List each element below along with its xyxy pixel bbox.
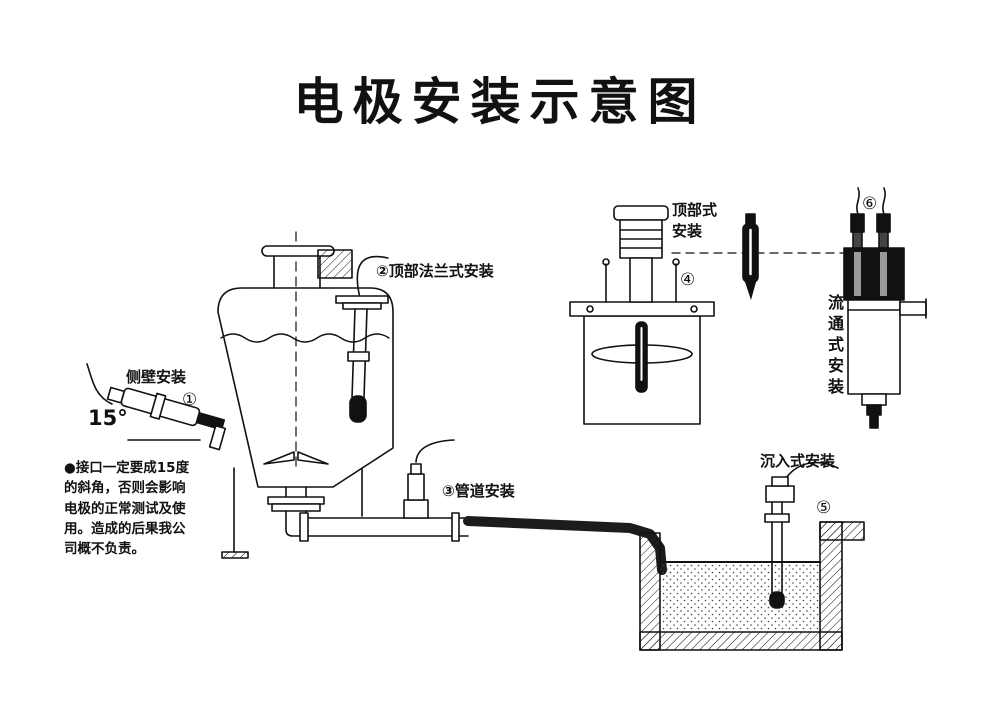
- marker-4: ④: [680, 270, 696, 290]
- collection-pit: [639, 521, 865, 651]
- page-title: 电极安装示意图: [293, 72, 707, 131]
- label-side-wall: 侧壁安装: [126, 368, 187, 386]
- electrode-side-wall: [86, 363, 227, 451]
- spare-electrode: [671, 213, 845, 300]
- marker-6: ⑥: [862, 194, 878, 214]
- note-block: ●接口一定要成15度 的斜角，否则会影响 电极的正常测试及使 用。造成的后果我公…: [64, 460, 190, 557]
- electrode-top-flange: [335, 255, 389, 423]
- marker-1: ①: [182, 390, 198, 410]
- drain-pipe: [285, 510, 469, 542]
- electrode-submerged: [764, 461, 839, 609]
- label-flow-through: 流通式安装: [825, 294, 844, 399]
- electrode-pipeline: [403, 439, 455, 519]
- label-submerged: 沉入式安装: [760, 452, 836, 470]
- label-pipeline: ③管道安装: [442, 482, 515, 500]
- tank-vessel: [217, 231, 394, 559]
- label-top-type: 顶部式 安装: [672, 201, 718, 240]
- label-top-flange: ②顶部法兰式安装: [376, 262, 494, 280]
- vessel-top-mount: [569, 205, 715, 425]
- flow-cell: [843, 187, 927, 429]
- discharge-hose: [463, 516, 667, 575]
- label-angle-15: 15°: [88, 406, 128, 430]
- marker-5: ⑤: [816, 498, 832, 518]
